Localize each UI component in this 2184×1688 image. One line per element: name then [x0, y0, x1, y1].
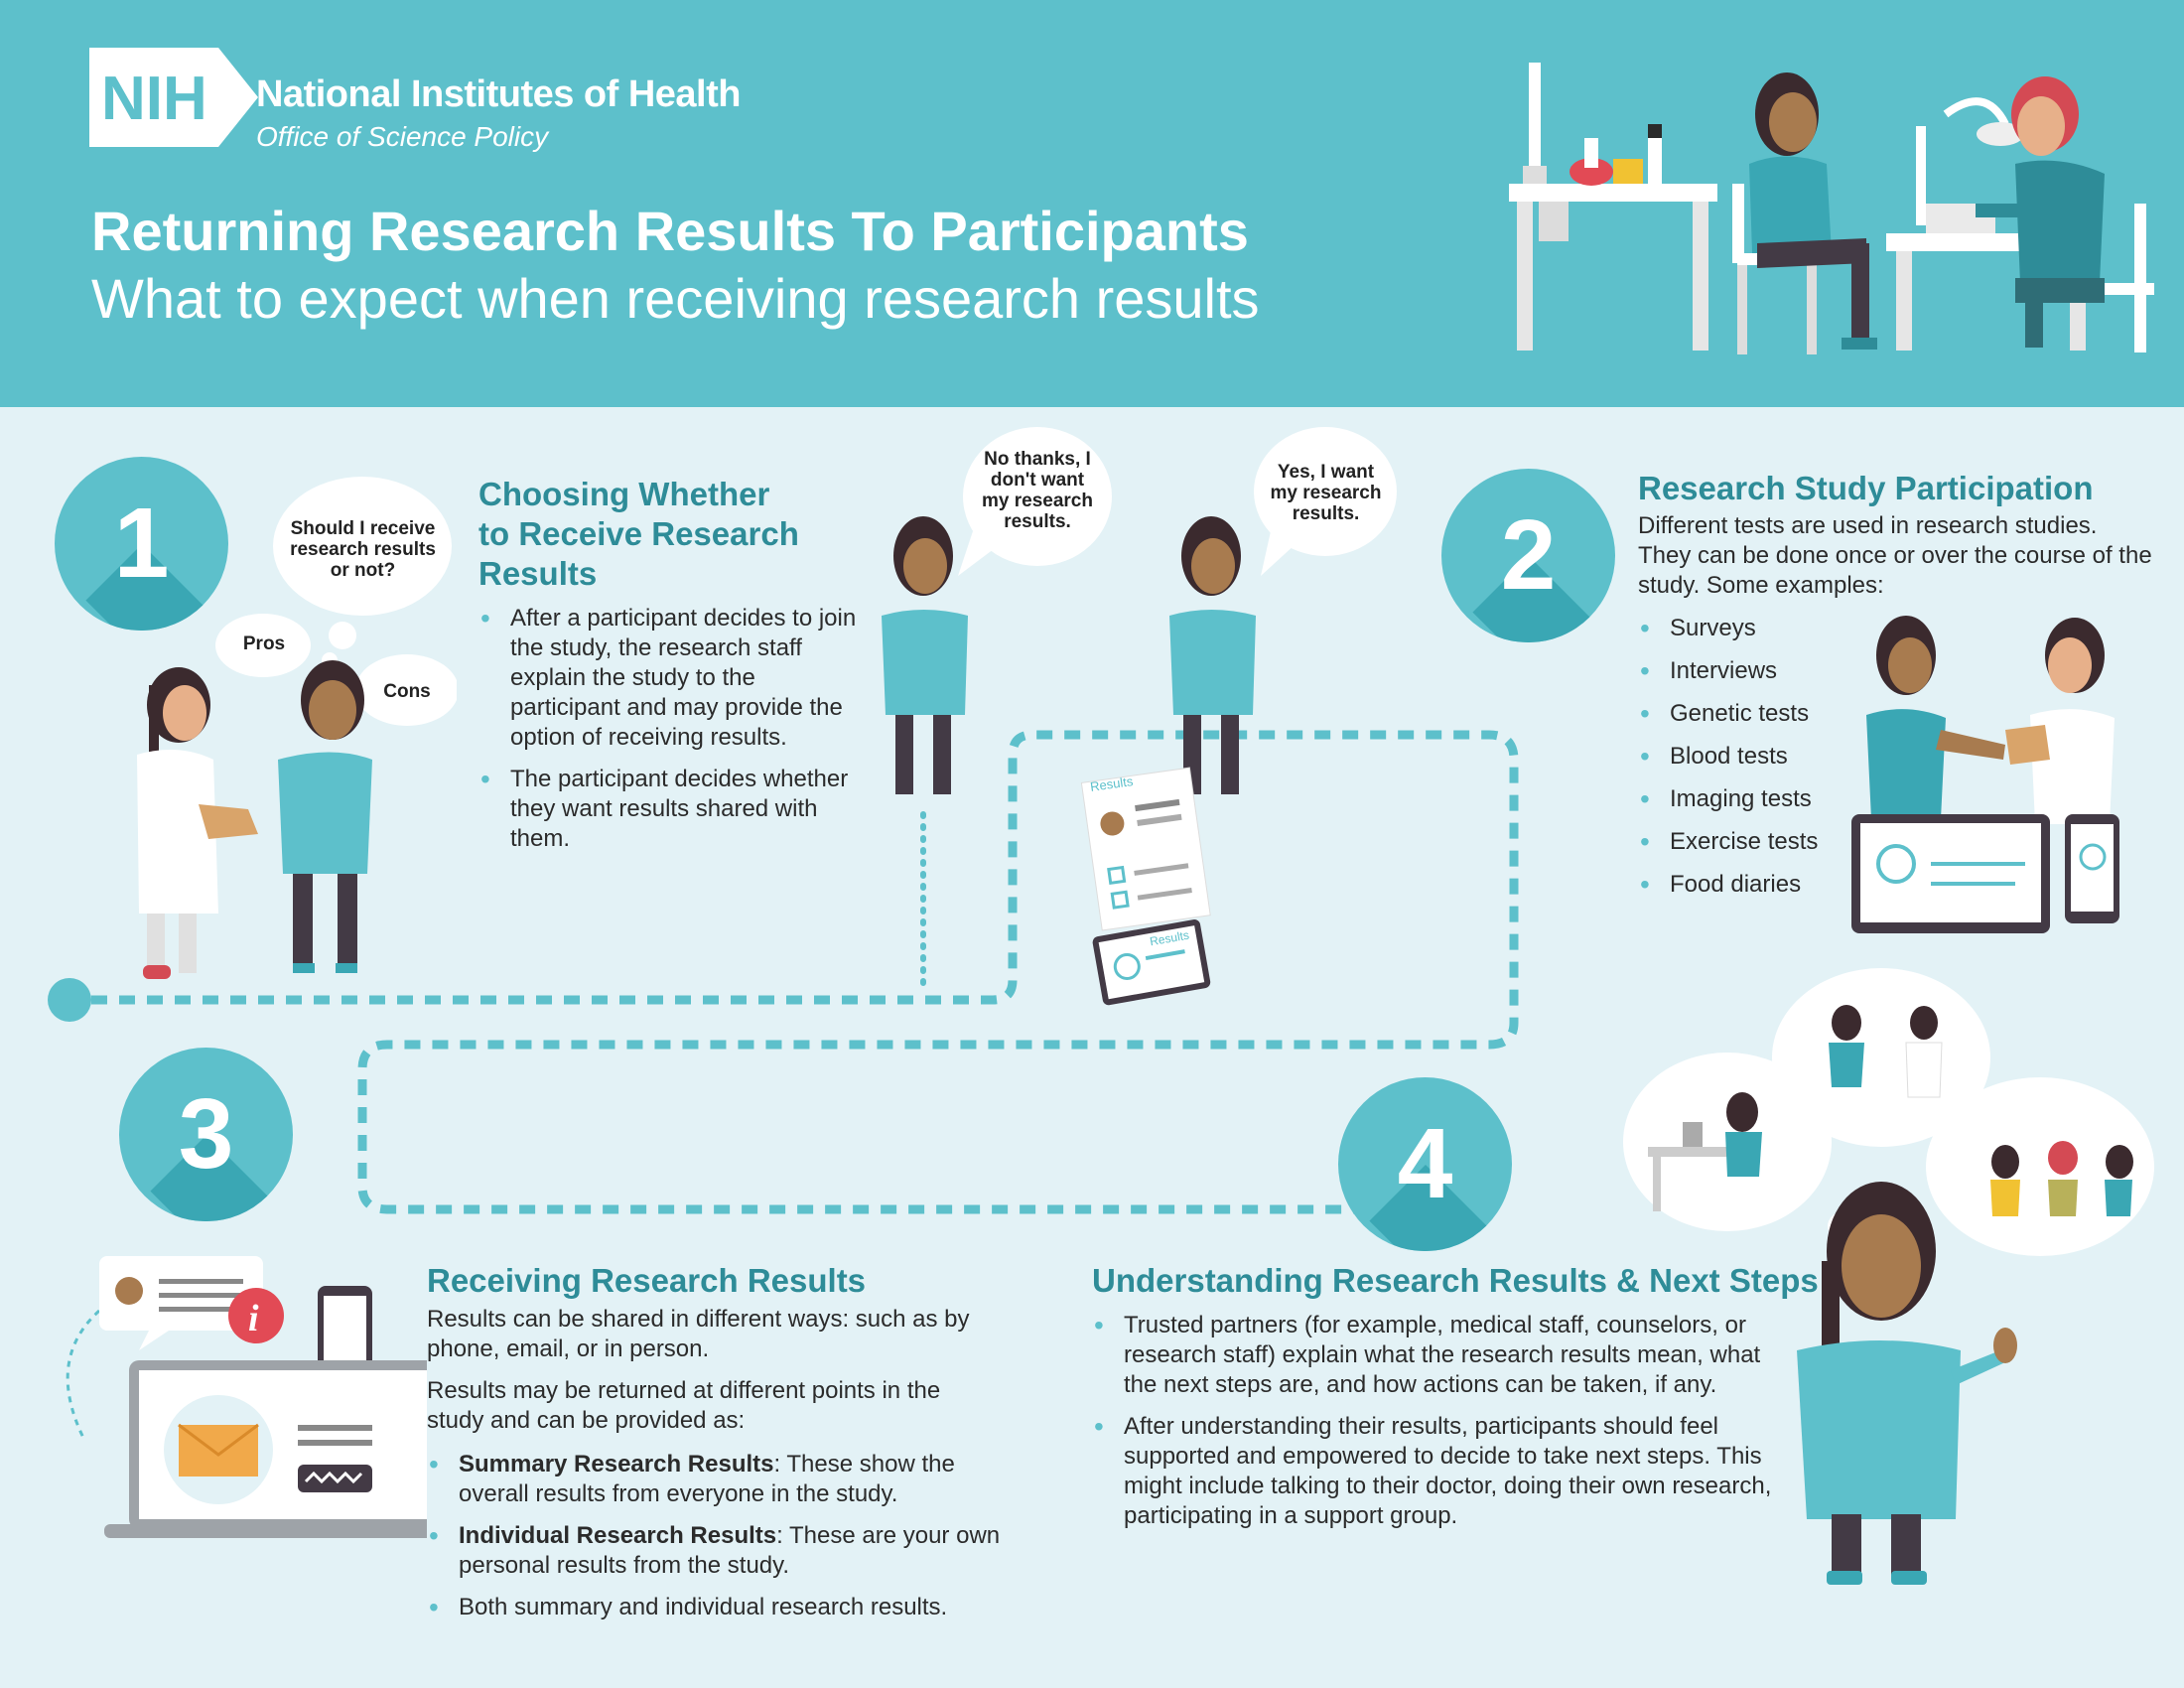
step-1-thought-bubble: Should I receive research results or not…: [290, 518, 436, 581]
step-3-badge: 3: [119, 1048, 293, 1221]
step-1-choice-illustration: [882, 427, 1397, 794]
step-3-para1: Results can be shared in different ways:…: [427, 1306, 970, 1362]
step-3-bullet: Summary Research Results: These show the…: [427, 1450, 1023, 1509]
step-4-bullet: After understanding their results, parti…: [1092, 1412, 1797, 1531]
info-icon: i: [248, 1298, 259, 1339]
step-2-illustration: [1851, 616, 2119, 933]
step-2-title: Research Study Participation: [1638, 470, 2094, 506]
step-1-badge: 1: [55, 457, 228, 631]
nih-logo-text: NIH: [101, 65, 207, 133]
step-3-title: Receiving Research Results: [427, 1262, 867, 1299]
step-3-bullets: Summary Research Results: These show the…: [427, 1450, 1023, 1634]
step-3-illustration: i: [66, 1256, 427, 1538]
nih-logo: NIH: [89, 48, 258, 147]
summary-results-label: Summary Research Results: [459, 1451, 774, 1477]
speech-bubble-no: No thanks, I don't want my research resu…: [982, 449, 1093, 532]
results-document-illustration: [1080, 767, 1211, 1006]
step-4-title: Understanding Research Results & Next St…: [1092, 1262, 1819, 1299]
individual-results-text: : These are your own personal results fr…: [459, 1522, 1001, 1579]
step-4-badge: 4: [1338, 1077, 1512, 1251]
step-3-bullet: Both summary and individual research res…: [427, 1593, 1023, 1622]
speech-bubble-yes: Yes, I want my research results.: [1270, 462, 1382, 524]
cons-label: Cons: [383, 681, 431, 702]
org-name: National Institutes of Health: [256, 73, 741, 115]
individual-results-label: Individual Research Results: [459, 1522, 777, 1549]
step-2-number: 2: [1500, 499, 1557, 611]
test-item: Genetic tests: [1638, 699, 1856, 729]
step-1-title: Choosing Whether to Receive Research Res…: [478, 475, 799, 594]
header-illustration: [1509, 63, 2154, 354]
step-1-title-line3: Results: [478, 555, 598, 592]
org-subtitle: Office of Science Policy: [256, 121, 549, 152]
step-1-title-line2: to Receive Research: [478, 515, 799, 552]
header-banner: NIH National Institutes of Health Office…: [0, 0, 2184, 407]
step-2-badge: 2: [1441, 469, 1615, 642]
test-item: Imaging tests: [1638, 784, 1856, 814]
pros-label: Pros: [242, 633, 286, 654]
test-item: Surveys: [1638, 614, 1856, 643]
step-4-bullet: Trusted partners (for example, medical s…: [1092, 1311, 1797, 1400]
step-3-para2: Results may be returned at different poi…: [427, 1377, 941, 1434]
test-item: Blood tests: [1638, 742, 1856, 772]
test-item: Exercise tests: [1638, 827, 1856, 857]
journey-path: [48, 730, 1519, 1214]
test-item: Interviews: [1638, 656, 1856, 686]
step-2-intro: Different tests are used in research stu…: [1638, 512, 2152, 599]
step-1-bullet: After a participant decides to join the …: [478, 604, 866, 753]
test-item: Food diaries: [1638, 870, 1856, 900]
step-1-illustration: [137, 477, 457, 979]
step-4-illustration: [1623, 968, 2154, 1585]
page-title: Returning Research Results To Participan…: [91, 200, 1249, 262]
step-3-number: 3: [178, 1078, 234, 1190]
step-3-bullet: Individual Research Results: These are y…: [427, 1521, 1023, 1581]
step-4-bullets: Trusted partners (for example, medical s…: [1092, 1311, 1797, 1543]
page-subtitle: What to expect when receiving research r…: [91, 267, 1260, 330]
step-1-number: 1: [113, 488, 170, 599]
step-1-bullet: The participant decides whether they wan…: [478, 765, 866, 854]
step-2-test-list: Surveys Interviews Genetic tests Blood t…: [1638, 614, 1856, 913]
step-4-number: 4: [1397, 1108, 1453, 1219]
summary-results-text: : These show the overall results from ev…: [459, 1451, 955, 1507]
step-1-title-line1: Choosing Whether: [478, 476, 770, 512]
step-1-bullets: After a participant decides to join the …: [478, 604, 866, 866]
